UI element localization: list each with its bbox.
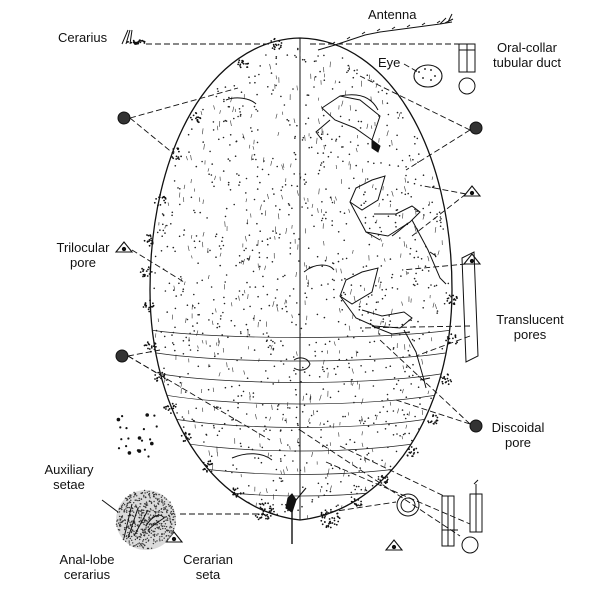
body-outline (150, 38, 452, 520)
label-discoidal-line2: pore (505, 435, 531, 450)
segment-lines (150, 330, 452, 496)
leader-lines (128, 44, 470, 536)
label-cerarian-line1: Cerarian (183, 552, 233, 567)
label-eye: Eye (378, 55, 400, 70)
label-auxiliary-line2: setae (53, 477, 85, 492)
label-anal-lobe-line1: Anal-lobe (60, 552, 115, 567)
label-trilocular-line1: Trilocular (57, 240, 110, 255)
marginal-cerarii (140, 38, 458, 528)
anal-lobe-cerarius-inset (116, 490, 176, 550)
dorsal-setae-texture (153, 48, 449, 520)
anal-ring (286, 488, 306, 544)
label-discoidal-line1: Discoidal (492, 420, 545, 435)
legs (226, 14, 453, 460)
pore-cluster-inset (117, 413, 158, 457)
translucent-pores-inset (462, 252, 478, 362)
label-oral-collar-line2: tubular duct (493, 55, 561, 70)
label-cerarius: Cerarius (58, 30, 107, 45)
cerarius-inset-pores (126, 39, 145, 45)
label-translucent-line1: Translucent (496, 312, 563, 327)
label-trilocular-line2: pore (70, 255, 96, 270)
oral-collar-duct-inset (459, 44, 475, 94)
label-auxiliary-line1: Auxiliary (44, 462, 93, 477)
label-anal-lobe-line2: cerarius (64, 567, 110, 582)
bottom-right-insets (397, 480, 482, 553)
label-antenna: Antenna (368, 7, 416, 22)
label-translucent-line2: pores (514, 327, 547, 342)
trilocular-pore-icons (116, 186, 480, 550)
label-cerarian-line2: seta (196, 567, 221, 582)
label-oral-collar-line1: Oral-collar (497, 40, 557, 55)
